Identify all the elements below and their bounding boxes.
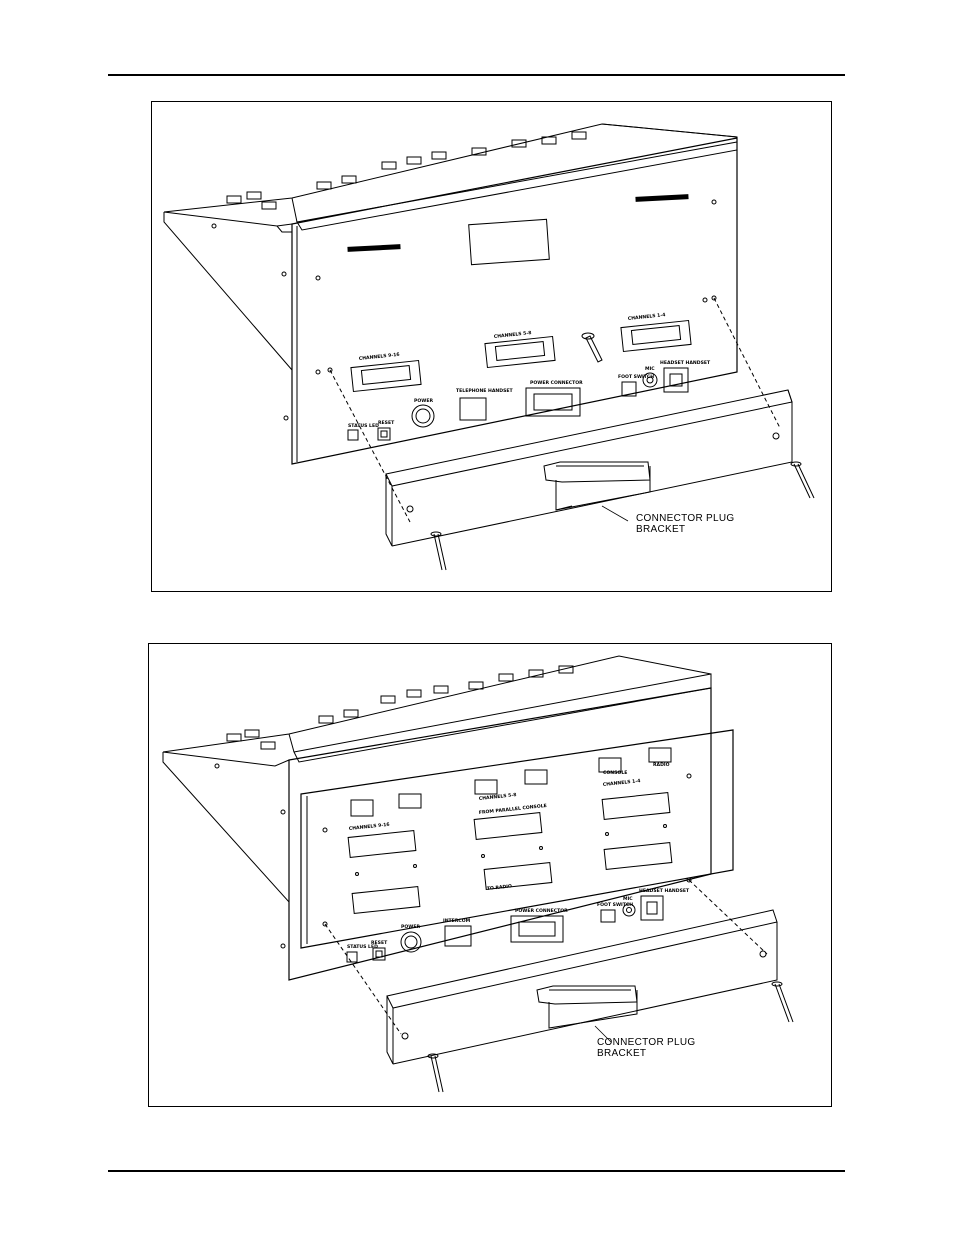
- screw-right: [790, 461, 815, 499]
- callout-line-2: BRACKET: [597, 1048, 647, 1059]
- label-console-top: CONSOLE: [603, 770, 627, 776]
- label-intercom: INTERCOM: [443, 918, 471, 924]
- label-headset: HEADSET HANDSET: [660, 360, 711, 366]
- footer-rule: [108, 1170, 845, 1172]
- figure-console-rear-panel: CHANNELS 9-16 CHANNELS 5-8 CHANNELS 1-4 …: [151, 101, 832, 592]
- console-drawing-1: CHANNELS 9-16 CHANNELS 5-8 CHANNELS 1-4 …: [163, 123, 815, 571]
- label-ch9-16: CHANNELS 9-16: [359, 352, 400, 362]
- label-power-connector: POWER CONNECTOR: [515, 908, 568, 914]
- callout-connector-plug-bracket: CONNECTOR PLUG BRACKET: [597, 1037, 695, 1059]
- callout-line-1: CONNECTOR PLUG: [636, 513, 735, 524]
- header-rule: [108, 74, 845, 76]
- label-ch5-8: CHANNELS 5-8: [494, 330, 532, 340]
- label-channels-9-16: CHANNELS 9-16: [349, 822, 390, 832]
- label-power: POWER: [414, 398, 433, 404]
- db-connector-ch5-8: [484, 335, 556, 369]
- label-ch1-4: CHANNELS 1-4: [628, 312, 666, 322]
- label-telephone: TELEPHONE HANDSET: [456, 388, 514, 394]
- label-radio-top: RADIO: [653, 762, 670, 768]
- db-connector-ch9-16: [350, 359, 422, 393]
- label-headset: HEADSET HANDSET: [639, 888, 690, 894]
- label-channels-1-4: CHANNELS 1-4: [603, 778, 641, 788]
- callout-connector-plug-bracket: CONNECTOR PLUG BRACKET: [636, 513, 734, 535]
- label-status-led: STATUS LED: [348, 423, 379, 429]
- label-mic: MIC: [623, 896, 633, 902]
- label-channels-5-8: CHANNELS 5-8: [479, 792, 517, 802]
- label-to-radio: TO RADIO: [487, 883, 513, 892]
- callout-line-1: CONNECTOR PLUG: [597, 1037, 696, 1048]
- db-connector-ch1-4: [620, 319, 692, 353]
- label-power-connector: POWER CONNECTOR: [530, 380, 583, 386]
- callout-line-2: BRACKET: [636, 524, 686, 535]
- label-foot-switch: FOOT SWITCH: [597, 902, 633, 908]
- label-from-parallel: FROM PARALLEL CONSOLE: [479, 803, 548, 816]
- screw-left: [430, 531, 447, 571]
- figure-console-with-parallel-panel: CONSOLE RADIO CHANNELS 1-4 CHANNELS 5-8 …: [148, 643, 832, 1107]
- label-power: POWER: [401, 924, 420, 930]
- label-reset: RESET: [371, 940, 388, 946]
- label-reset: RESET: [378, 420, 395, 426]
- label-status-led: STATUS LED: [347, 944, 378, 950]
- label-foot-switch: FOOT SWITCH: [618, 374, 654, 380]
- console-drawing-2: CONSOLE RADIO CHANNELS 1-4 CHANNELS 5-8 …: [162, 655, 794, 1093]
- connector-plug: [543, 461, 651, 511]
- label-mic: MIC: [645, 366, 655, 372]
